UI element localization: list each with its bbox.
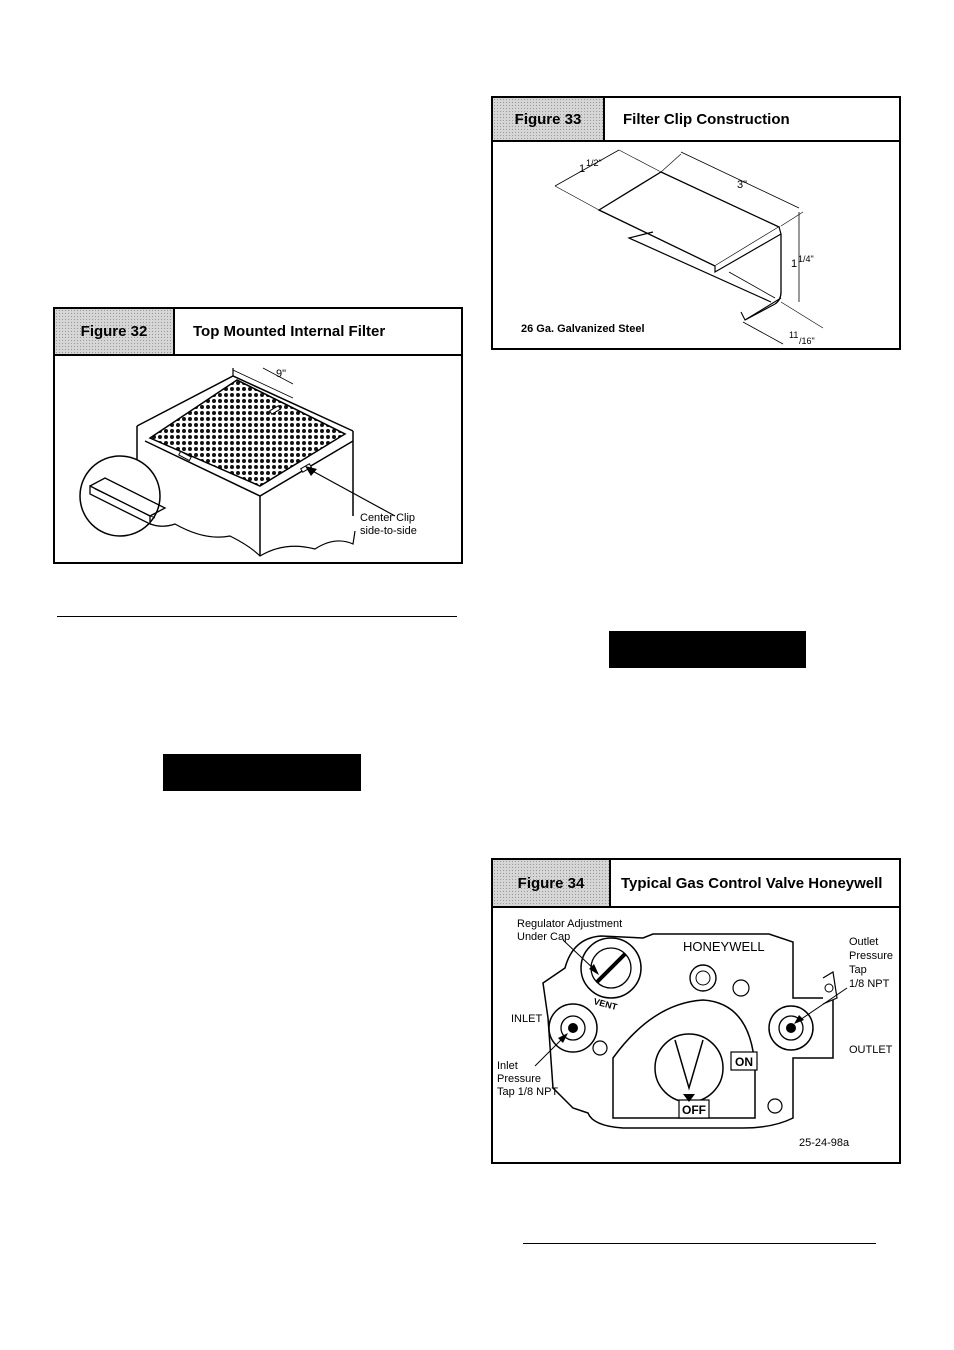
outlet-tap-line2: Pressure [849,950,893,962]
dim-lip-fraction: /16" [799,336,815,346]
filter-clip-diagram: 1 1/2" 3" 1 1/4" 11 /16" 26 Ga. Galvaniz… [521,149,824,346]
outlet-tap-line1: Outlet [849,936,878,948]
inlet-tap-line2: Pressure [497,1073,541,1085]
figure-33-title: Filter Clip Construction [623,110,790,128]
figure-33: Figure 33 Filter Clip Construction 1 1/2… [491,96,901,350]
figure-34-number: Figure 34 [493,860,611,906]
dim-length-label: 3" [737,179,747,191]
filter-mesh [148,379,347,487]
figure-34-title: Typical Gas Control Valve Honeywell [621,874,883,892]
inlet-tap-line3: Tap 1/8 NPT [497,1086,558,1098]
figure-32-header: Figure 32 Top Mounted Internal Filter [55,309,461,356]
figure-33-number: Figure 33 [493,98,605,140]
brand-label: HONEYWELL [683,939,765,954]
material-label: 26 Ga. Galvanized Steel [521,323,645,335]
dimension-9-label: 9" [276,368,286,380]
section-rule-left [57,616,457,617]
part-code-label: 25-24-98a [799,1137,850,1149]
regulator-label-line1: Regulator Adjustment [517,918,622,930]
dim-height-fraction: 1/4" [798,254,814,264]
figure-34-illustration: VENT ON OFF HONEYWELL Regulator Adjustme… [493,908,899,1162]
figure-32-number: Figure 32 [55,309,175,354]
inlet-label: INLET [511,1013,542,1025]
figure-33-header: Figure 33 Filter Clip Construction [493,98,899,142]
redacted-heading-right [609,631,806,668]
figure-32: Figure 32 Top Mounted Internal Filter [53,307,463,564]
gas-valve-diagram: VENT ON OFF HONEYWELL Regulator Adjustme… [497,918,893,1149]
dim-width-fraction: 1/2" [586,158,602,168]
section-rule-right [523,1243,876,1244]
inlet-tap-line1: Inlet [497,1060,518,1072]
center-clip-label: Center Clip [360,512,415,524]
figure-34: Figure 34 Typical Gas Control Valve Hone… [491,858,901,1164]
figure-34-header: Figure 34 Typical Gas Control Valve Hone… [493,860,899,908]
figure-32-illustration: 9" Center Clip side-to-side [55,356,461,562]
dim-lip-whole: 11 [789,330,798,340]
filter-diagram: 9" Center Clip side-to-side [79,367,417,557]
outlet-tap-line3: Tap [849,964,867,976]
off-label: OFF [682,1103,706,1117]
redacted-heading-left [163,754,361,791]
outlet-label: OUTLET [849,1044,893,1056]
dim-width-whole: 1 [579,163,585,175]
on-label: ON [735,1055,753,1069]
outlet-tap-line4: 1/8 NPT [849,978,890,990]
dim-height-whole: 1 [791,258,797,270]
regulator-label-line2: Under Cap [517,931,570,943]
clip-detail-circle [79,455,161,537]
figure-33-illustration: 1 1/2" 3" 1 1/4" 11 /16" 26 Ga. Galvaniz… [493,142,899,348]
center-clip-sublabel: side-to-side [360,525,417,537]
figure-32-title: Top Mounted Internal Filter [193,323,386,340]
